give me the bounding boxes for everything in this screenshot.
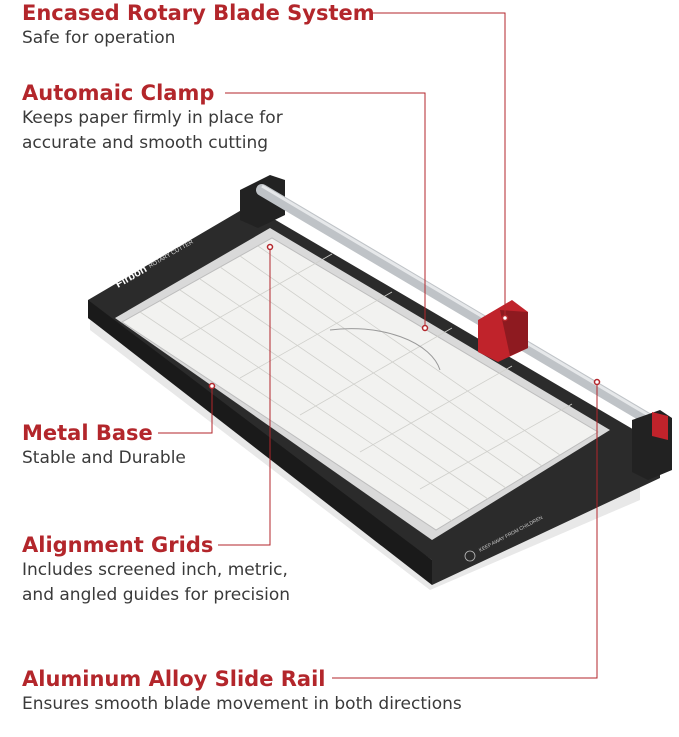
feature-desc-line: Safe for operation: [22, 28, 176, 48]
callout-dot-rail: [593, 378, 601, 386]
callout-line-encased: [372, 12, 506, 318]
callout-dot-grids: [266, 243, 274, 251]
feature-desc-line: Includes screened inch, metric,: [22, 560, 288, 580]
alignment-grid-area: [121, 237, 599, 531]
callout-line-metal: [158, 386, 213, 434]
right-cap-red-accent: [652, 412, 668, 440]
callout-dot-metal: [208, 382, 216, 390]
callout-dots: [208, 243, 601, 390]
feature-desc-line: accurate and smooth cutting: [22, 133, 269, 153]
feature-title: Alignment Grids: [22, 533, 214, 557]
callout-dot-clamp: [421, 324, 429, 332]
feature-metal-base: Metal Base Stable and Durable: [22, 420, 186, 471]
callout-line-grids: [218, 247, 271, 546]
feature-desc-line: Stable and Durable: [22, 448, 186, 468]
left-end-cap: [240, 175, 285, 228]
slide-rail-highlight: [261, 184, 651, 418]
feature-title: Automaic Clamp: [22, 81, 215, 105]
feature-title: Aluminum Alloy Slide Rail: [22, 667, 326, 691]
callout-line-rail: [332, 382, 598, 679]
slide-rail: [256, 184, 656, 426]
feature-aluminum-slide-rail: Aluminum Alloy Slide Rail Ensures smooth…: [22, 666, 462, 717]
metal-base-edge: [88, 300, 432, 585]
feature-alignment-grids: Alignment Grids Includes screened inch, …: [22, 532, 290, 608]
callout-lines: [158, 12, 598, 679]
feature-desc-line: and angled guides for precision: [22, 585, 291, 605]
feature-title: Metal Base: [22, 421, 153, 445]
feature-desc-line: Ensures smooth blade movement in both di…: [22, 694, 462, 714]
feature-encased-rotary-blade: Encased Rotary Blade System Safe for ope…: [22, 0, 375, 51]
feature-desc-line: Keeps paper firmly in place for: [22, 108, 283, 128]
feature-automatic-clamp: Automaic Clamp Keeps paper firmly in pla…: [22, 80, 283, 156]
grid-lines: [139, 245, 573, 522]
warning-icon: [464, 550, 476, 562]
feature-title: Encased Rotary Blade System: [22, 1, 375, 25]
blade-housing-shade: [500, 310, 528, 356]
angle-guide-arc: [329, 328, 441, 371]
callout-line-clamp: [225, 92, 426, 328]
callout-dot-encased: [501, 314, 509, 322]
